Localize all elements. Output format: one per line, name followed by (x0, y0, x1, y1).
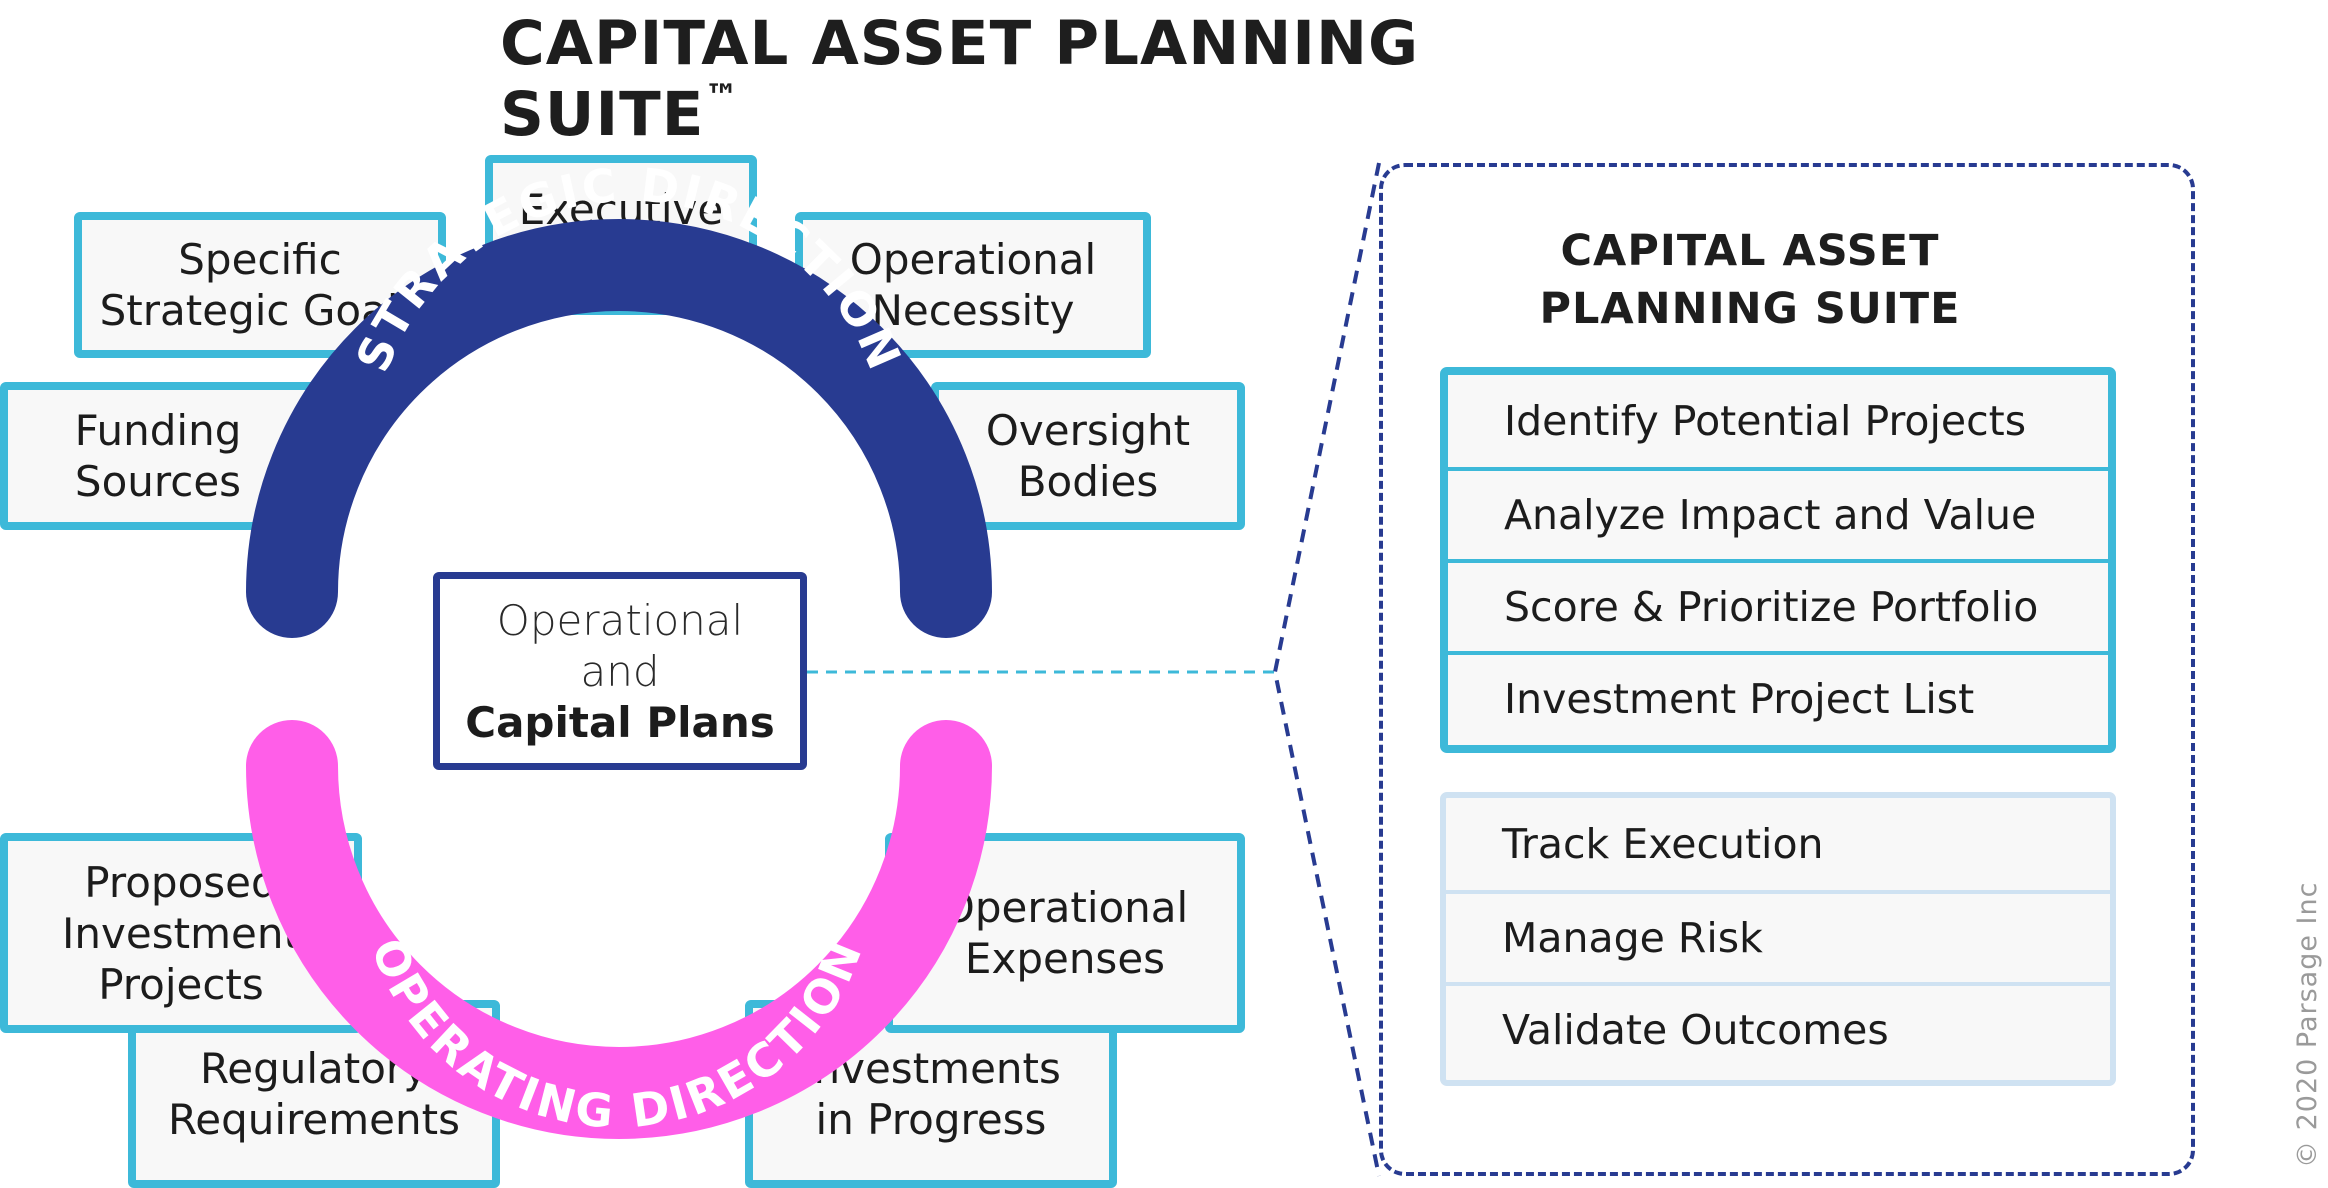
list-item: Validate Outcomes (1446, 982, 2110, 1074)
operating-direction-label: OPERATING DIRECTION (361, 931, 874, 1139)
page-title: CAPITAL ASSET PLANNING SUITE™ (500, 8, 1420, 150)
suite-panel (1379, 163, 2195, 1176)
center-line-2: and (580, 646, 660, 696)
suite-title: CAPITAL ASSET PLANNING SUITE (1539, 226, 1961, 334)
list-item: Manage Risk (1446, 890, 2110, 982)
list-item: Track Execution (1502, 820, 1824, 868)
list-item: Investment Project List (1448, 651, 2108, 743)
list-item: Score & Prioritize Portfolio (1448, 559, 2108, 651)
center-line-3: Capital Plans (465, 697, 775, 747)
center-line-1: Operational (496, 595, 744, 645)
execution-steps-list: Track Execution Manage Risk Validate Out… (1440, 792, 2116, 1086)
planning-steps-list: Identify Potential Projects Analyze Impa… (1440, 367, 2116, 753)
center-capital-plans-box: Operational and Capital Plans (433, 572, 807, 770)
list-item: Identify Potential Projects (1504, 397, 2027, 445)
strategic-item-oversight-bodies: Oversight Bodies (931, 382, 1245, 530)
trademark-symbol: ™ (704, 76, 740, 117)
list-item: Analyze Impact and Value (1448, 467, 2108, 559)
operating-direction-arc (246, 720, 992, 1139)
strategic-direction-arc (246, 219, 992, 638)
copyright-notice: © 2020 Parsage Inc (2292, 881, 2323, 1168)
strategic-item-funding-sources: Funding Sources (0, 382, 316, 530)
suite-bracket (1272, 162, 1381, 1177)
